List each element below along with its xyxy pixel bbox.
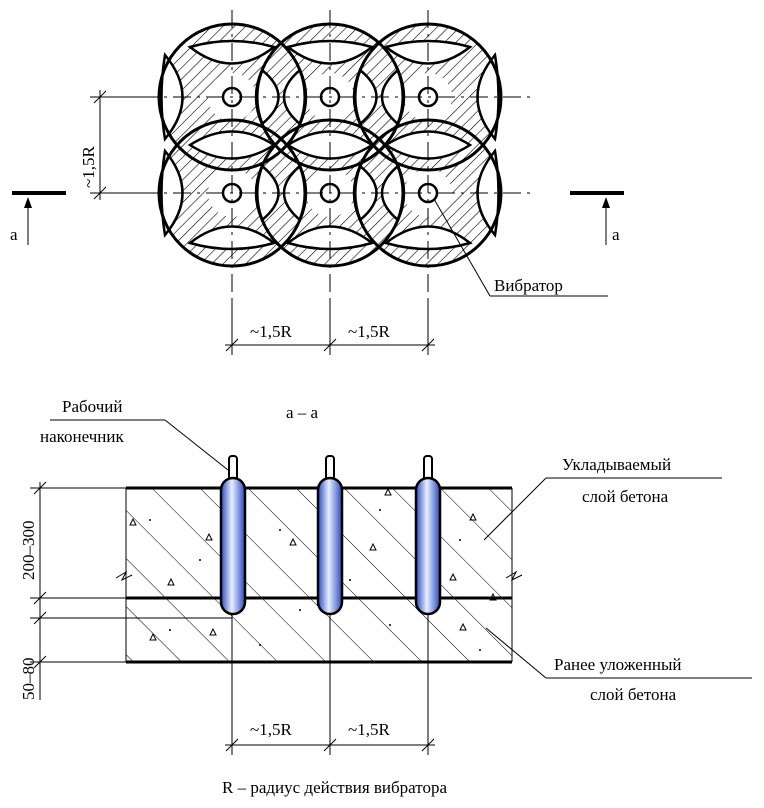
plan-dim-horiz-1: ~1,5R: [250, 322, 292, 341]
tip-label-line2: наконечник: [40, 427, 125, 446]
vibrator-3: [414, 455, 442, 616]
section-mark-right: а: [570, 191, 624, 245]
section-view: а – а: [19, 397, 752, 755]
plan-dim-horiz-2: ~1,5R: [348, 322, 390, 341]
tip-label-line1: Рабочий: [62, 397, 122, 416]
layer-bottom-line2: слой бетона: [590, 685, 677, 704]
svg-text:а: а: [612, 225, 620, 244]
layer-top-line1: Укладываемый: [562, 455, 671, 474]
vibrator-leader: [433, 198, 608, 297]
vibrator-label: Вибратор: [494, 276, 563, 295]
section-title: а – а: [286, 403, 319, 422]
plan-view: ~1,5R а а Вибратор: [10, 10, 624, 355]
section-dim-horiz-2: ~1,5R: [348, 720, 390, 739]
section-mark-left: а: [10, 191, 66, 245]
caption: R – радиус действия вибратора: [222, 778, 447, 797]
dim-bottom-layer: 50–80: [19, 658, 38, 701]
plan-dim-vertical: ~1,5R: [79, 146, 98, 188]
layer-bottom-line1: Ранее уложенный: [554, 655, 682, 674]
dim-top-layer: 200–300: [19, 521, 38, 581]
layer-top-line2: слой бетона: [582, 487, 669, 506]
svg-text:а: а: [10, 225, 18, 244]
vibrator-2: [316, 455, 344, 616]
section-dim-horiz-1: ~1,5R: [250, 720, 292, 739]
vibrator-1: [219, 455, 247, 616]
